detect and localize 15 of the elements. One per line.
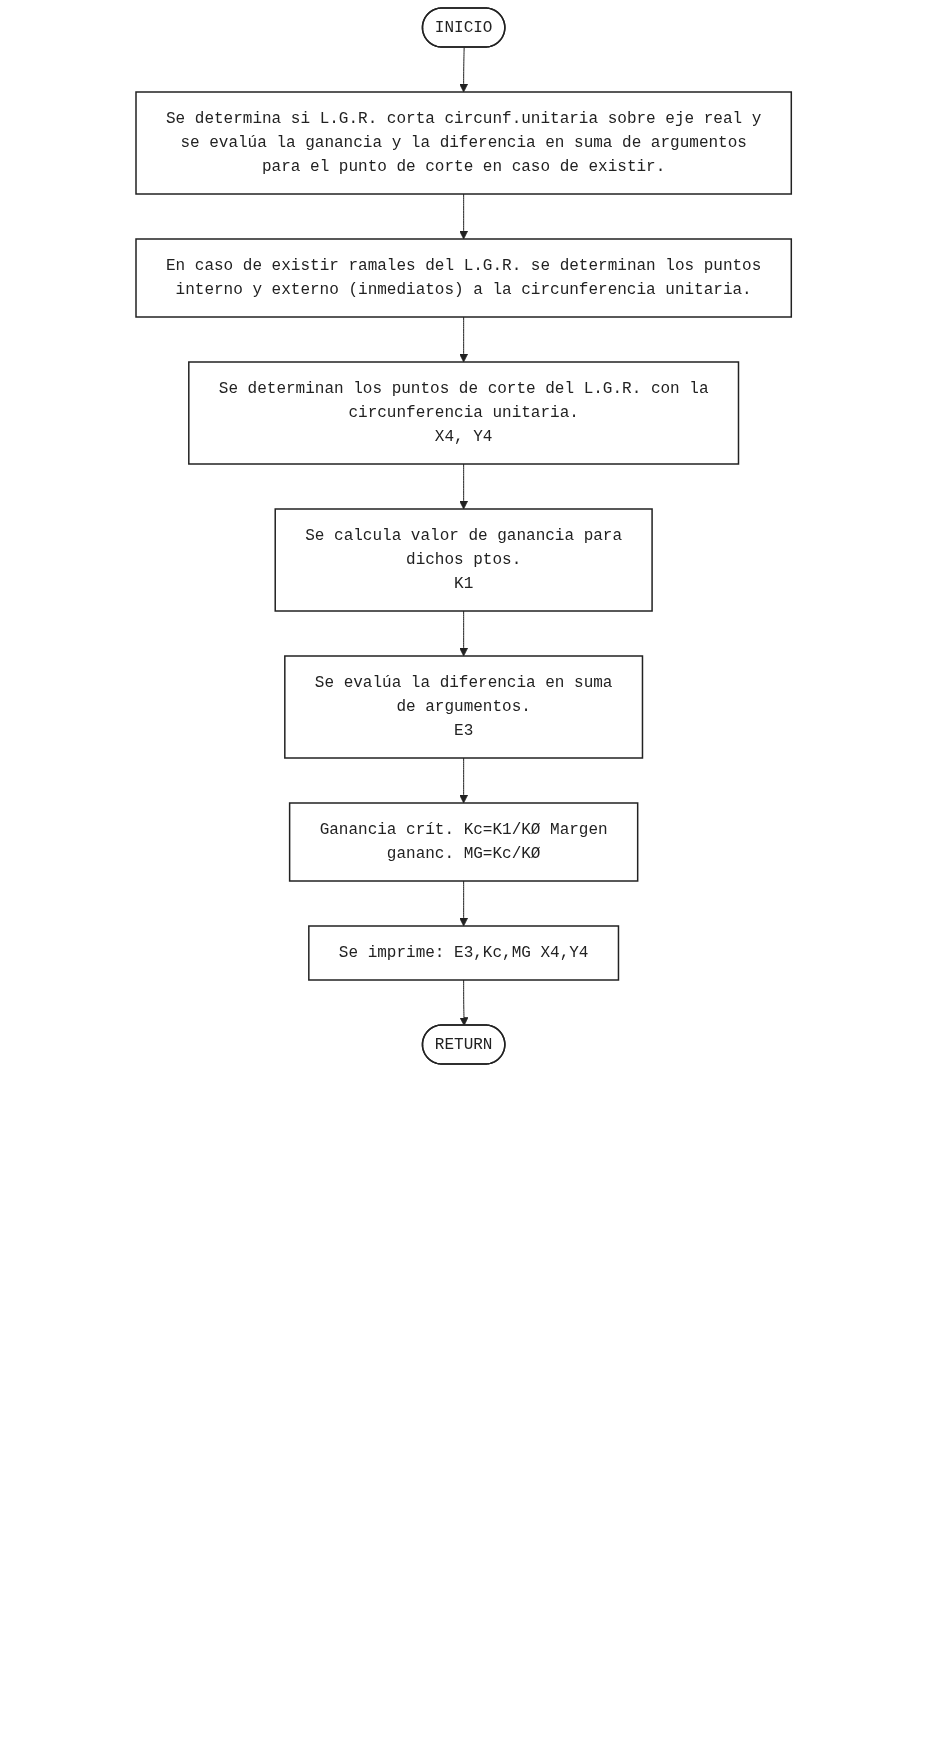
arrow [459, 316, 468, 363]
node-box: Se evalúa la diferencia en suma de argumentos. E3 [283, 655, 644, 759]
node-box: Se imprime: E3,Kc,MG X4,Y4 [307, 925, 620, 981]
node-box: En caso de existir ramales del L.G.R. se determinan los puntos interno y externo (inmediatos) a la circunferencia unitaria. [135, 238, 792, 318]
node-box: Se determina si L.G.R. corta circunf.unitaria sobre eje real y se evalúa la ganancia y la diferencia en suma de argumentos para el punto de corte en caso de existir. [135, 91, 792, 195]
arrow [459, 463, 468, 510]
node-box: Ganancia crít. Kc=K1/KØ Margen gananc. MG=Kc/KØ [288, 802, 639, 882]
arrow [459, 47, 468, 93]
node-box: Se determinan los puntos de corte del L.G.R. con la circunferencia unitaria. X4, Y4 [187, 361, 740, 465]
arrow [459, 193, 468, 240]
arrow [459, 880, 468, 927]
node-box: Se calcula valor de ganancia para dichos ptos. K1 [274, 508, 653, 612]
arrow [459, 979, 469, 1026]
arrow [459, 757, 468, 804]
arrow [459, 610, 468, 657]
